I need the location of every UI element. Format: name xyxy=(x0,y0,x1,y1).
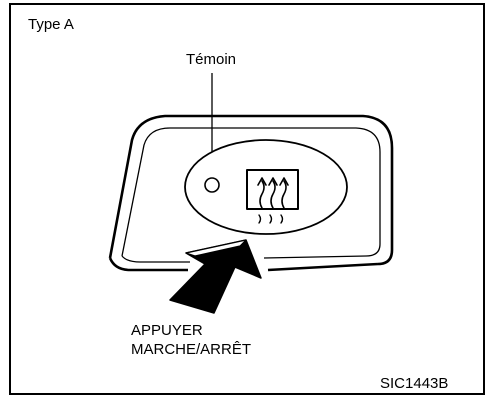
figure-frame xyxy=(9,3,485,395)
press-instruction-line1: APPUYER xyxy=(131,322,203,339)
switch-bezel-bottom xyxy=(108,257,188,272)
press-arrow-icon xyxy=(169,239,262,314)
switch-bezel-outer xyxy=(108,114,394,266)
press-instruction: APPUYER MARCHE/ARRÊT xyxy=(131,321,251,359)
indicator-label: Témoin xyxy=(186,51,237,68)
press-instruction-line2: MARCHE/ARRÊT xyxy=(131,341,252,358)
figure-code: SIC1443B xyxy=(380,375,449,392)
switch-bezel-inner xyxy=(121,127,381,257)
switch-bezel-bottom-right xyxy=(267,262,379,272)
type-label: Type A xyxy=(28,16,74,33)
indicator-light-icon xyxy=(204,177,220,193)
switch-bezel-inner-bottom-right xyxy=(263,255,367,259)
rear-defroster-icon xyxy=(246,169,299,224)
switch-bezel-inner-bottom xyxy=(121,255,190,263)
switch-button xyxy=(184,139,348,235)
